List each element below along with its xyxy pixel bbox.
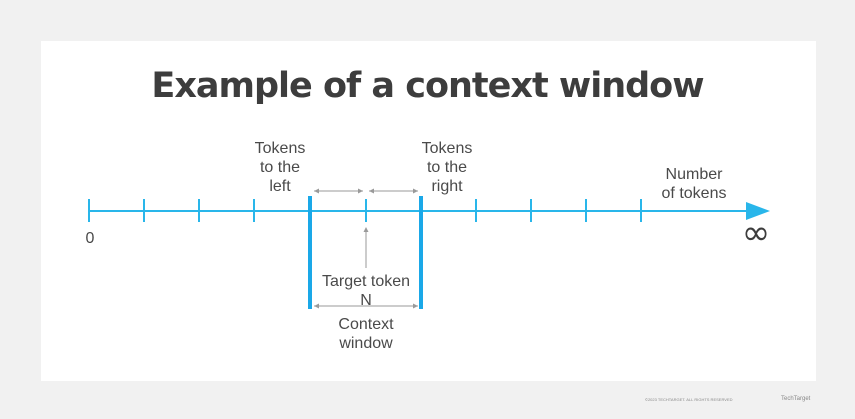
tokens-left-arrow [314, 188, 363, 194]
target-token-label: Target token N [321, 273, 411, 309]
axis-arrowhead [746, 202, 770, 220]
context-window-span-arrow [314, 303, 418, 309]
tokens-right-label: Tokens to the right [421, 140, 473, 195]
zero-label: 0 [85, 230, 95, 247]
tokens-right-arrow [369, 188, 418, 194]
tokens-left-label: Tokens to the left [254, 140, 306, 195]
context-window-label: Context window [338, 316, 394, 352]
brand-logo: TechTarget [781, 396, 811, 402]
target-token-arrow [363, 227, 369, 268]
number-of-tokens-label: Number of tokens [661, 166, 727, 202]
infinity-icon: ∞ [741, 213, 771, 253]
copyright-notice: ©2023 TECHTARGET. ALL RIGHTS RESERVED [645, 397, 733, 402]
diagram-title: Example of a context window [151, 66, 704, 106]
